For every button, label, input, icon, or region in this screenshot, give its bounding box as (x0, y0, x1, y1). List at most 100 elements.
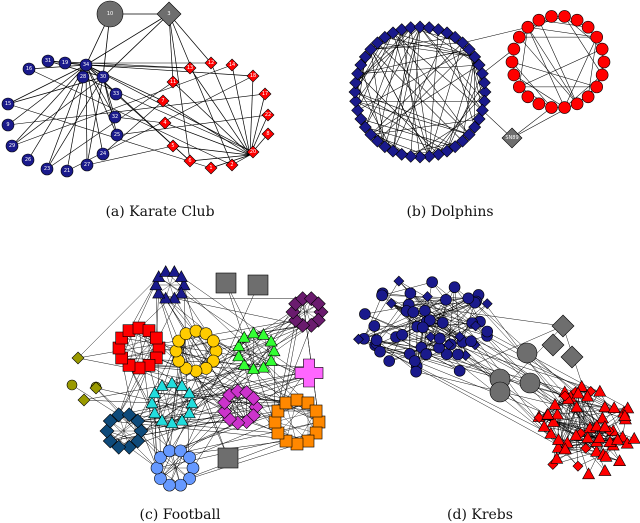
krebs-node-blue (449, 282, 460, 293)
krebs-node-blue (359, 309, 370, 320)
krebs-node-gray (542, 334, 564, 356)
caption-krebs: (d) Krebs (360, 507, 600, 523)
edge (156, 285, 160, 457)
edge (253, 320, 295, 333)
edge (371, 43, 463, 135)
dolphins-node-red (591, 31, 603, 43)
krebs-node-blue (408, 307, 419, 318)
edge (29, 69, 232, 165)
krebs-node-blue (409, 356, 420, 367)
dolphins-node-red (513, 31, 525, 43)
football-node (184, 451, 196, 463)
krebs-node-blue (397, 329, 408, 340)
dolphins-node-red (506, 56, 518, 68)
football-node (269, 416, 281, 428)
dolphins-node-red (513, 81, 525, 93)
edge (12, 65, 86, 146)
krebs-node-blue (375, 346, 386, 357)
football-node (313, 416, 325, 428)
caption-dolphins: (b) Dolphins (330, 204, 570, 220)
edge (250, 76, 253, 155)
krebs-node-blue (384, 356, 395, 367)
edge (539, 20, 577, 104)
karate-node-label: 2 (230, 162, 233, 168)
edge (84, 400, 152, 403)
caption-karate-club: (a) Karate Club (40, 204, 280, 220)
krebs-node-blue (369, 320, 380, 331)
karate-node-label: 13 (187, 65, 193, 71)
edge (393, 33, 469, 135)
dolphins-node-red (591, 81, 603, 93)
football-node (151, 462, 163, 474)
dolphins-node-red (533, 98, 545, 110)
karate-node-label: 17 (262, 91, 268, 97)
dolphins-node-red (598, 56, 610, 68)
football-node (146, 397, 158, 408)
karate-node-label: 5 (171, 143, 174, 149)
krebs-node-gray (490, 382, 510, 402)
dolphins-node-red (559, 102, 571, 114)
krebs-node-gray (561, 346, 583, 368)
karate-node-label: 30 (100, 74, 106, 80)
krebs-node-blue (463, 293, 474, 304)
karate-node-label: 12 (208, 60, 214, 66)
dolphins-node-red (533, 14, 545, 26)
krebs-node-blue (452, 349, 463, 360)
dolphins-node-red (596, 69, 608, 81)
football-node (154, 473, 166, 485)
krebs-node-blue (371, 335, 382, 346)
krebs-node-blue (417, 322, 428, 333)
krebs-node-blue (427, 277, 438, 288)
krebs-node-red (583, 468, 595, 479)
karate-node-label: 6 (188, 158, 191, 164)
krebs-node-red (599, 401, 611, 412)
dolphins-node-blue (478, 95, 490, 107)
football-node (207, 335, 219, 347)
dolphins-node-blue (405, 150, 417, 162)
karate-node-label: 27 (84, 162, 90, 168)
karate-node-label: 21 (64, 168, 70, 174)
dolphins-node-red (545, 10, 557, 22)
karate-node-label: 25 (114, 132, 120, 138)
dolphins-node-red (522, 91, 534, 103)
dolphins-node-red (545, 102, 557, 114)
krebs-node-blue (437, 317, 448, 328)
dolphins-node-red (571, 98, 583, 110)
karate-node-label: 31 (45, 58, 51, 64)
krebs-node-blue (440, 294, 451, 305)
football-node (280, 397, 292, 409)
dolphins-node-label: SN89 (505, 135, 518, 141)
edge (86, 14, 169, 65)
karate-node-label: 23 (44, 166, 50, 172)
krebs-node-gray (552, 315, 574, 337)
karate-node-label: 8 (266, 131, 269, 137)
karate-node-label: 10 (107, 11, 113, 17)
karate-node-label: 20 (250, 149, 256, 155)
dolphins-node-red (508, 69, 520, 81)
karate-node-label: 14 (229, 62, 235, 68)
football-node (291, 394, 303, 406)
karate-node-label: 7 (161, 98, 164, 104)
krebs-node-blue (405, 288, 416, 299)
dolphins-node-red (522, 21, 534, 33)
dolphins-node-red (582, 91, 594, 103)
football-edges (72, 272, 321, 485)
karate-node-label: 28 (80, 74, 86, 80)
football-node (168, 266, 180, 277)
karate-node-label: 19 (62, 60, 68, 66)
karate-node-label: 9 (6, 122, 9, 128)
karate-node-label: 15 (5, 101, 11, 107)
karate-node-label: 34 (83, 62, 89, 68)
edge (103, 77, 117, 135)
football-node (302, 435, 314, 447)
krebs-node-gray (517, 343, 537, 363)
karate-node-label: 29 (9, 143, 15, 149)
krebs-node-blue (466, 336, 477, 347)
caption-football: (c) Football (60, 507, 300, 523)
krebs-node-blue (454, 365, 465, 376)
dolphins-network: SN89 (340, 0, 640, 190)
football-node (183, 407, 195, 418)
edge (358, 74, 439, 155)
